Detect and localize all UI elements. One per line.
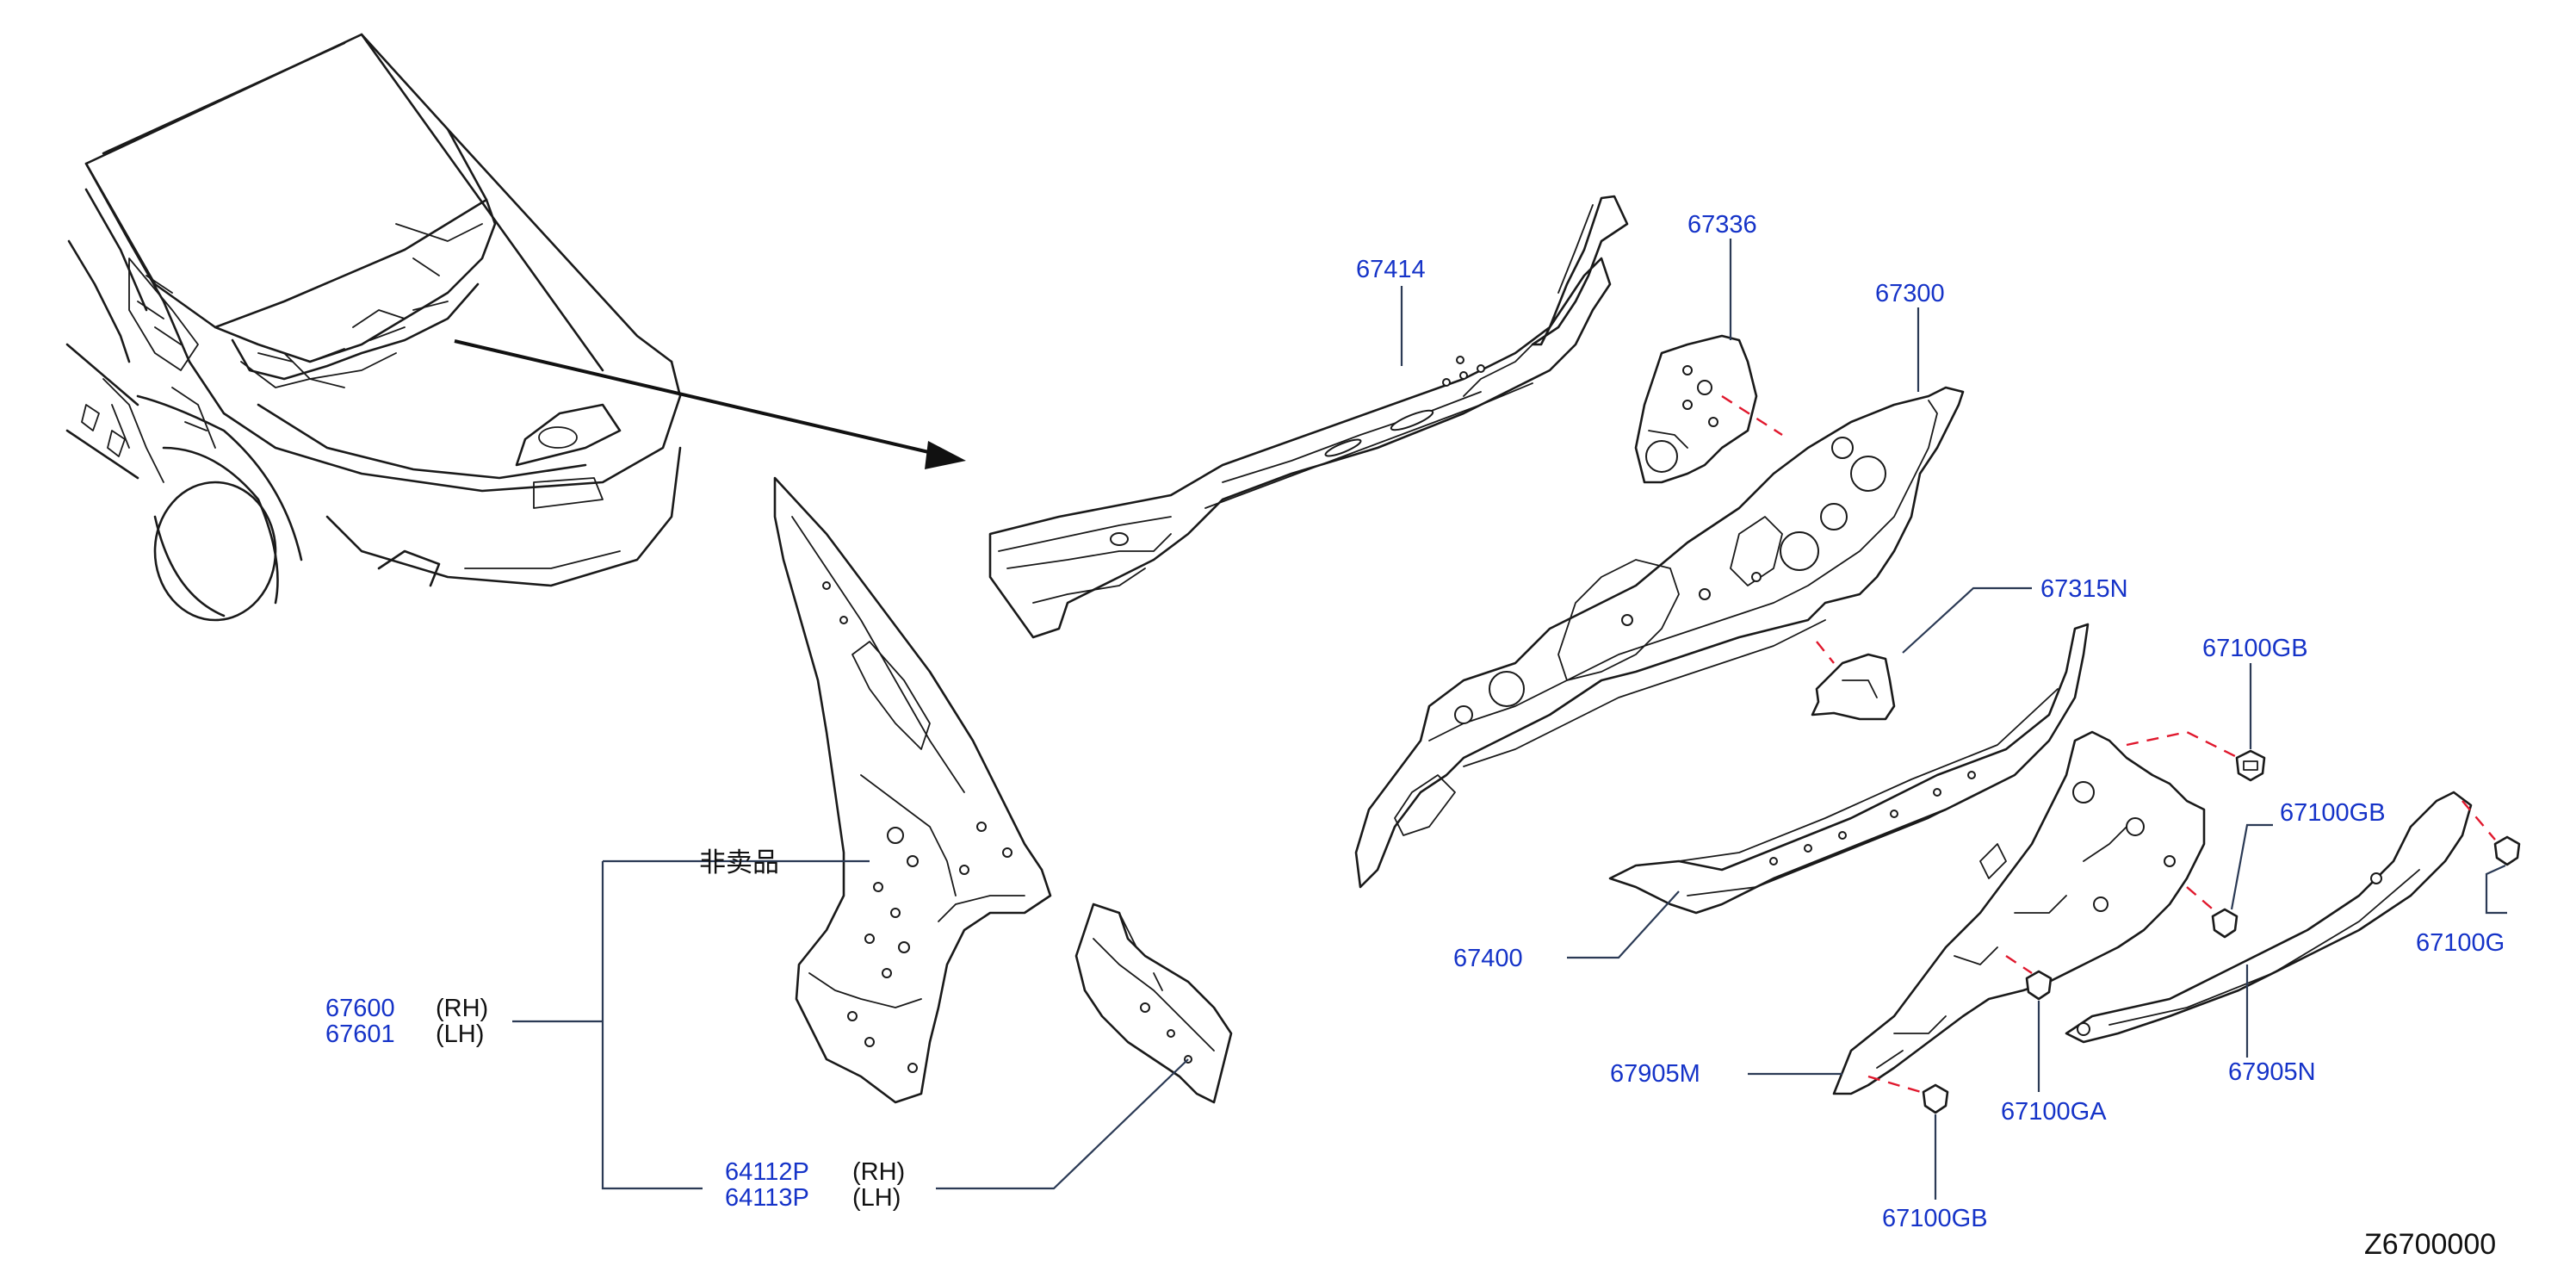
callout-67100GB-top: 67100GB <box>2202 635 2308 662</box>
part-67315N <box>1811 653 1896 721</box>
callout-67600: 67600 <box>325 995 395 1022</box>
callout-67905N: 67905N <box>2228 1058 2316 1086</box>
callout-67414: 67414 <box>1356 256 1426 283</box>
callout-labels: 67414 67336 67300 67315N 67100GB 67100GB… <box>325 211 2505 1232</box>
side-rh-64112P: (RH) <box>852 1158 905 1186</box>
callout-64113P: 64113P <box>725 1184 809 1212</box>
part-67600-inner-panel <box>773 476 1052 1104</box>
callout-67905M: 67905M <box>1610 1060 1700 1088</box>
clip-67100GB-mid <box>2211 908 2239 939</box>
part-67336-bracket <box>1634 334 1758 484</box>
callout-67300: 67300 <box>1875 280 1945 307</box>
diagram-code: Z6700000 <box>2364 1228 2496 1261</box>
callout-67100G: 67100G <box>2416 929 2505 957</box>
callout-67315N: 67315N <box>2040 575 2128 603</box>
callout-67336: 67336 <box>1687 211 1757 239</box>
not-for-sale-note: 非卖品 <box>699 847 779 878</box>
part-64112P-hoodledge <box>1074 903 1233 1104</box>
clip-67100GA <box>2025 970 2053 1001</box>
side-lh-67601: (LH) <box>436 1021 484 1048</box>
callout-67100GB-bottom: 67100GB <box>1882 1205 1988 1232</box>
clip-67100GB-top <box>2235 749 2266 782</box>
leader-lines <box>512 239 2507 1200</box>
part-67414-cowl-top <box>988 195 1629 639</box>
clip-67100GB-bottom <box>1922 1083 1949 1114</box>
part-67400-cross-member <box>1608 623 2090 915</box>
part-67905M-bracket <box>1832 730 2206 1095</box>
clip-67100G <box>2493 835 2521 866</box>
callout-67400: 67400 <box>1453 945 1523 972</box>
side-rh-67600: (RH) <box>436 995 488 1022</box>
callout-67601: 67601 <box>325 1021 395 1048</box>
part-67905N-bracket <box>2065 791 2473 1044</box>
callout-67100GA: 67100GA <box>2001 1098 2107 1126</box>
car-front-illustration <box>65 33 682 622</box>
callout-67100GB-mid: 67100GB <box>2280 799 2386 827</box>
callout-64112P: 64112P <box>725 1158 809 1186</box>
part-67300-dash-panel <box>1354 386 1965 889</box>
assembly-dashed-lines <box>1721 394 2496 1095</box>
direction-arrow <box>454 339 966 469</box>
side-lh-64113P: (LH) <box>852 1184 901 1212</box>
